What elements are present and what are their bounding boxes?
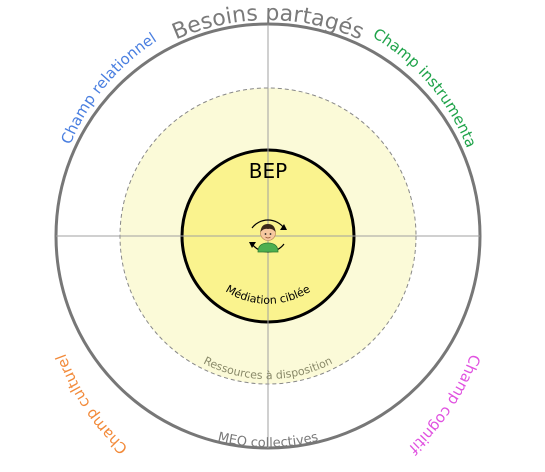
student-avatar-icon xyxy=(249,219,287,253)
collective-meo-label: MEO collectives xyxy=(216,430,320,451)
bep-title: BEP xyxy=(249,159,287,183)
